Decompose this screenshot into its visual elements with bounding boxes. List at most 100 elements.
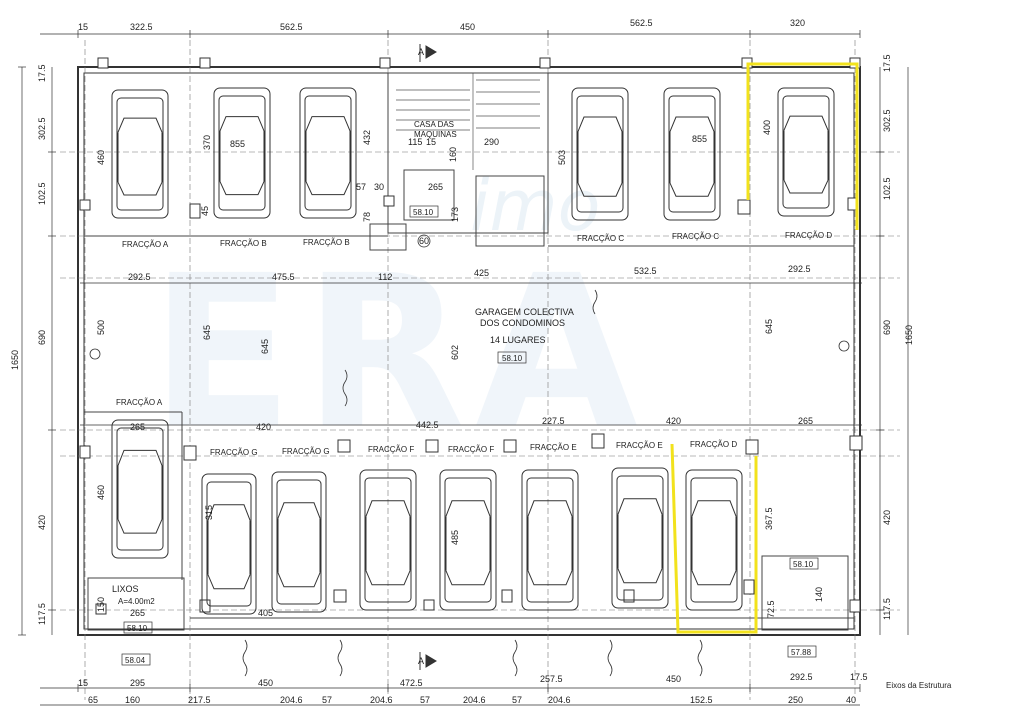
bottom-dim2-9: 204.6 bbox=[548, 695, 571, 705]
left-dim-1: 302.5 bbox=[37, 117, 47, 140]
dim-78: 78 bbox=[362, 212, 372, 222]
right-dim-0: 17.5 bbox=[882, 54, 892, 72]
car-symbol bbox=[299, 87, 357, 219]
bottom-dim2-5: 204.6 bbox=[370, 695, 393, 705]
bottom-dim2-1: 160 bbox=[125, 695, 140, 705]
left-dim-5: 117.5 bbox=[37, 603, 47, 625]
dim-265a: 265 bbox=[798, 416, 813, 426]
dim-532: 532.5 bbox=[634, 266, 657, 276]
dim-60: 60 bbox=[419, 236, 429, 246]
bottom-dim2-12: 40 bbox=[846, 695, 856, 705]
fraccao-bottom-1: FRACÇÃO G bbox=[210, 448, 258, 457]
dim-485: 485 bbox=[450, 530, 460, 545]
lixos-area: A=4.00m2 bbox=[118, 597, 155, 606]
dim-292a: 292.5 bbox=[128, 272, 151, 282]
dim-292b: 292.5 bbox=[788, 264, 811, 274]
dim-442: 442.5 bbox=[416, 420, 439, 430]
circle-markers bbox=[89, 234, 850, 360]
dim-420a: 420 bbox=[256, 422, 271, 432]
left-dim-4: 420 bbox=[37, 515, 47, 530]
dim-432: 432 bbox=[362, 130, 372, 145]
car-symbol bbox=[611, 467, 669, 609]
fraccao-top-3: FRACÇÃO C bbox=[577, 234, 624, 243]
dim-57: 57 bbox=[356, 182, 366, 192]
dim-855a: 855 bbox=[230, 139, 245, 149]
garagem-level: 58.10 bbox=[502, 354, 523, 363]
dim-367: 367.5 bbox=[764, 507, 774, 530]
top-dim-1: 322.5 bbox=[130, 22, 153, 32]
dim-645a: 645 bbox=[202, 325, 212, 340]
dim-290: 290 bbox=[484, 137, 499, 147]
right-dim-6: 117.5 bbox=[882, 598, 892, 620]
fraccao-top-1: FRACÇÃO B bbox=[220, 239, 267, 248]
bottom-dim2-6: 57 bbox=[420, 695, 430, 705]
dim-140: 140 bbox=[814, 587, 824, 602]
dim-265c: 265 bbox=[130, 608, 145, 618]
fraccao-top-2: FRACÇÃO B bbox=[303, 238, 350, 247]
dim-227: 227.5 bbox=[542, 416, 565, 426]
dim-460a: 460 bbox=[96, 150, 106, 165]
dim-425: 425 bbox=[474, 268, 489, 278]
fraccao-bottom-3: FRACÇÃO F bbox=[368, 445, 414, 454]
dim-475: 475.5 bbox=[272, 272, 295, 282]
dim-503: 503 bbox=[557, 150, 567, 165]
bottom-dim2-11: 250 bbox=[788, 695, 803, 705]
car-symbol bbox=[685, 469, 743, 611]
top-dim-4: 562.5 bbox=[630, 18, 653, 28]
dim-315: 315 bbox=[204, 505, 214, 520]
fraccao-bottom-2: FRACÇÃO G bbox=[282, 447, 330, 456]
right-dim-3: 690 bbox=[882, 320, 892, 335]
car-symbol bbox=[201, 473, 257, 615]
car-symbol bbox=[111, 419, 169, 559]
bottom-dim2-8: 57 bbox=[512, 695, 522, 705]
dim-265b: 265 bbox=[130, 422, 145, 432]
dim-460b: 460 bbox=[96, 485, 106, 500]
lugares: 14 LUGARES bbox=[490, 335, 546, 345]
car-symbol bbox=[111, 89, 169, 219]
highlighted-space-d bbox=[670, 62, 859, 634]
columns bbox=[79, 57, 863, 615]
dim-500: 500 bbox=[96, 320, 106, 335]
break-markers bbox=[242, 289, 703, 677]
dim-115: 115 bbox=[408, 137, 422, 147]
dim-173: 173 bbox=[450, 207, 460, 222]
car-symbol bbox=[439, 469, 497, 611]
dim-645b: 645 bbox=[260, 339, 270, 354]
level-5810-stair: 58.10 bbox=[413, 208, 434, 217]
bottom-dim2-10: 152.5 bbox=[690, 695, 713, 705]
dim-420b: 420 bbox=[666, 416, 681, 426]
dim-112: 112 bbox=[378, 272, 392, 282]
dim-855b: 855 bbox=[692, 134, 707, 144]
lixos-level: 58.10 bbox=[127, 624, 148, 633]
right-dim-5: 420 bbox=[882, 510, 892, 525]
fraccao-bottom-4: FRACÇÃO F bbox=[448, 445, 494, 454]
level-5788: 57.88 bbox=[791, 648, 812, 657]
left-dim-2: 102.5 bbox=[37, 182, 47, 205]
top-dim-3: 450 bbox=[460, 22, 475, 32]
top-dim-5: 320 bbox=[790, 18, 805, 28]
car-symbol bbox=[777, 87, 835, 217]
section-a-top: A bbox=[418, 47, 424, 57]
dim-160: 160 bbox=[448, 147, 458, 162]
lixos-label: LIXOS bbox=[112, 584, 139, 594]
bottom-dim-0: 15 bbox=[78, 678, 88, 688]
bottom-dim-1: 295 bbox=[130, 678, 145, 688]
dimension-lines bbox=[21, 33, 909, 706]
bottom-dim-4: 257.5 bbox=[540, 674, 563, 684]
fraccao-bottom-5: FRACÇÃO E bbox=[530, 443, 577, 452]
car-symbol bbox=[521, 469, 579, 611]
right-dim-total: 1650 bbox=[904, 325, 914, 345]
bottom-dim2-3: 204.6 bbox=[280, 695, 303, 705]
bottom-dim-3: 472.5 bbox=[400, 678, 423, 688]
dim-405: 405 bbox=[258, 608, 273, 618]
level-5810-right: 58.10 bbox=[793, 560, 814, 569]
car-symbol bbox=[271, 471, 327, 613]
fraccao-bottom-6: FRACÇÃO E bbox=[616, 441, 663, 450]
car-symbol bbox=[663, 87, 721, 221]
fraccao-bottom-7: FRACÇÃO D bbox=[690, 440, 737, 449]
dim-602: 602 bbox=[450, 345, 460, 360]
dim-72: 72.5 bbox=[766, 600, 776, 618]
bottom-dim-2: 450 bbox=[258, 678, 273, 688]
car-symbol bbox=[359, 469, 417, 611]
